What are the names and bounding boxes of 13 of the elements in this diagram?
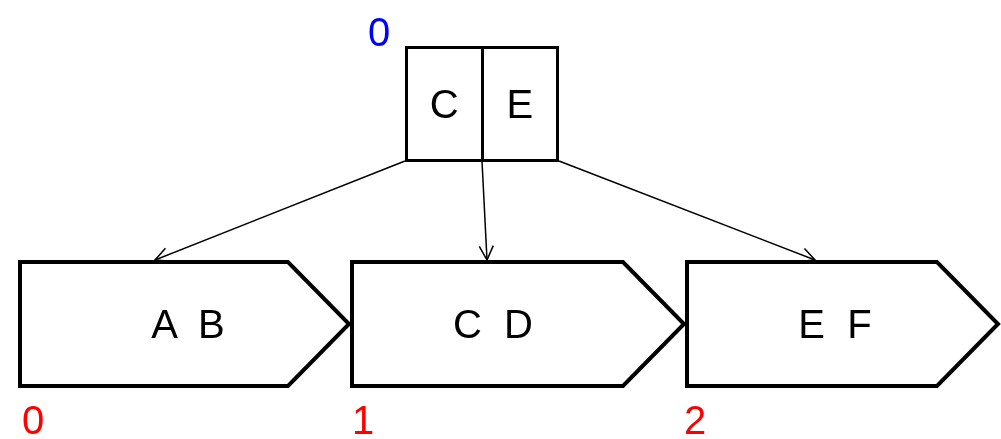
key-text: C — [429, 84, 459, 124]
key-text: E — [506, 84, 534, 124]
index-number: 0 — [368, 12, 391, 52]
index-number: 1 — [352, 400, 375, 439]
arrow — [558, 160, 816, 263]
arrow — [154, 160, 406, 263]
index-node — [405, 46, 559, 162]
arrow — [478, 160, 495, 261]
leaf-keys: A B — [151, 304, 225, 344]
leaf-keys: E F — [798, 304, 872, 344]
index-number: 0 — [22, 400, 45, 439]
leaf-keys: C D — [453, 304, 533, 344]
index-number: 2 — [684, 400, 707, 439]
